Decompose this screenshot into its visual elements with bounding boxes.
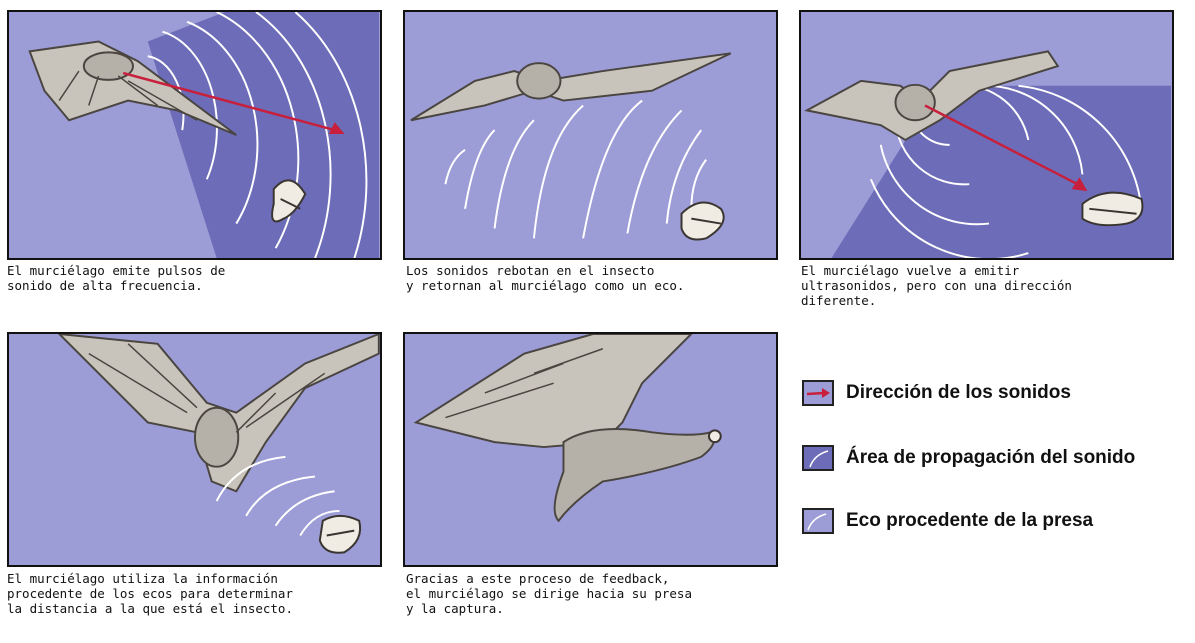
sound-waves [869, 83, 1143, 258]
legend-echo: Eco procedente de la presa [802, 508, 1093, 534]
echo-waves [444, 99, 707, 239]
legend-label: Eco procedente de la presa [846, 510, 1094, 531]
panel-1-bat-emits [7, 10, 382, 260]
panel-2-echo-returns [403, 10, 778, 260]
echo-waves [215, 455, 340, 537]
propagation-area [147, 12, 379, 258]
panel-3-illustration [804, 50, 1171, 258]
bat-icon [57, 334, 380, 493]
moth-icon [271, 179, 307, 223]
panel-4-caption: El murciélago utiliza la información pro… [7, 571, 293, 616]
sound-direction-arrow [122, 71, 345, 135]
panel-2-illustration [410, 52, 732, 241]
bat-icon [804, 50, 1060, 142]
propagation-area-icon [802, 445, 834, 471]
moth-icon [1081, 191, 1144, 227]
panel-1-illustration [28, 12, 379, 258]
legend-sound-direction: Dirección de los sonidos [802, 380, 1071, 406]
legend-label: Área de propagación del sonido [846, 447, 1136, 468]
legend-label: Dirección de los sonidos [846, 382, 1071, 403]
moth-icon [680, 201, 725, 241]
panel-5-caption: Gracias a este proceso de feedback, el m… [406, 571, 692, 616]
bat-icon [410, 52, 732, 122]
panel-4-distance [7, 332, 382, 567]
panel-3-caption: El murciélago vuelve a emitir ultrasonid… [801, 263, 1072, 308]
legend-propagation-area: Área de propagación del sonido [802, 445, 1135, 471]
panel-1-caption: El murciélago emite pulsos de sonido de … [7, 263, 226, 293]
sound-direction-arrow [924, 104, 1088, 192]
moth-icon [318, 514, 362, 554]
red-arrow-icon [802, 380, 834, 406]
panel-2-caption: Los sonidos rebotan en el insecto y reto… [406, 263, 685, 293]
panel-4-illustration [57, 334, 380, 554]
panel-5-illustration [413, 334, 722, 523]
echo-wave-icon [802, 508, 834, 534]
panel-5-capture [403, 332, 778, 567]
bat-icon [28, 40, 237, 136]
bat-icon [413, 334, 722, 523]
panel-3-new-direction [799, 10, 1174, 260]
